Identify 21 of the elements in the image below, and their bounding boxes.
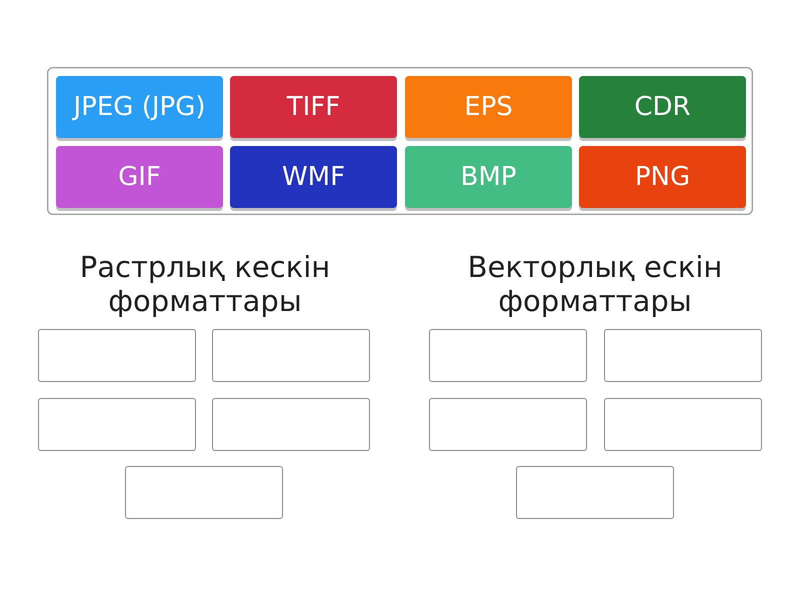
drop-slot: [212, 329, 370, 382]
drop-slot: [212, 398, 370, 451]
answer-tile: EPS: [405, 76, 572, 138]
drop-slot: [429, 329, 587, 382]
tile-panel: [47, 67, 753, 215]
answer-tile: TIFF: [230, 76, 397, 138]
drop-slot: [604, 398, 762, 451]
drop-slot: [516, 466, 674, 519]
drop-slot: [125, 466, 283, 519]
drop-slot: [429, 398, 587, 451]
answer-tile: PNG: [579, 146, 746, 208]
answer-tile: BMP: [405, 146, 572, 208]
answer-tile: CDR: [579, 76, 746, 138]
drop-slot: [38, 329, 196, 382]
group-heading: Векторлық ескін форматтары: [466, 250, 724, 318]
answer-tile: WMF: [230, 146, 397, 208]
drop-slot: [604, 329, 762, 382]
answer-tile: JPEG (JPG): [56, 76, 223, 138]
drop-slot: [38, 398, 196, 451]
answer-tile: GIF: [56, 146, 223, 208]
group-heading: Растрлық кескін форматтары: [78, 250, 332, 318]
